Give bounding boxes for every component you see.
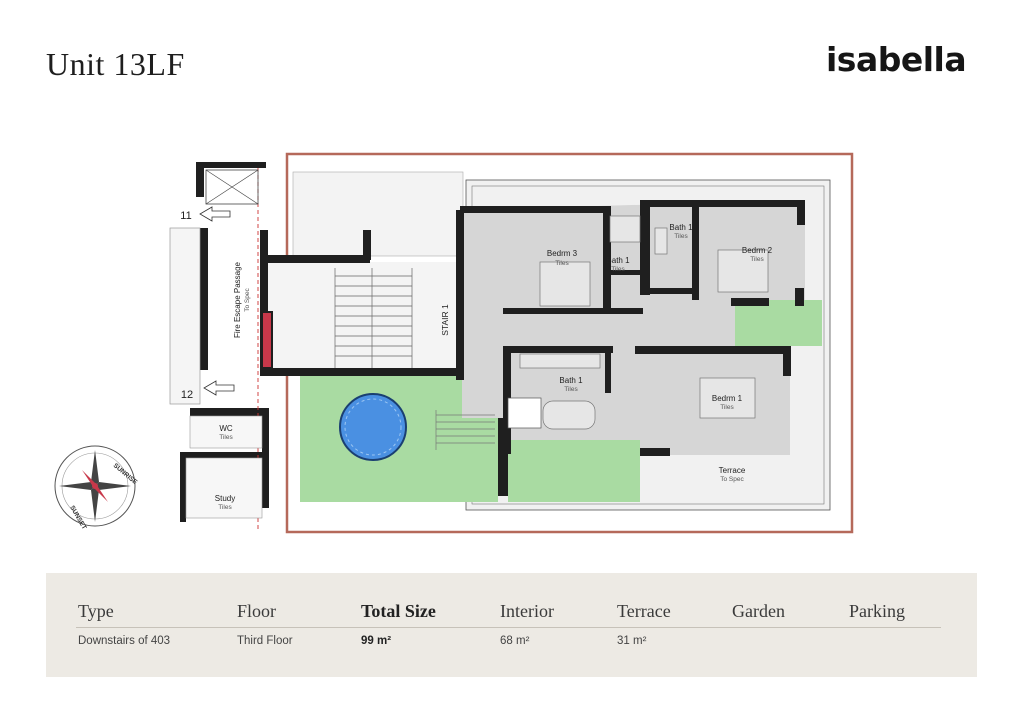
compass-icon: SUNRISE SUNSET: [54, 445, 139, 531]
exit-arrow-icon: [199, 206, 231, 222]
bath-fixtures: [519, 215, 769, 430]
room-finish: Tiles: [750, 256, 764, 263]
unit-title: Unit 13LF: [46, 46, 185, 82]
header-terrace: Terrace: [617, 601, 671, 621]
room-finish: Tiles: [555, 260, 569, 267]
unit-info-panel: Type Floor Total Size Interior Terrace G…: [46, 573, 977, 677]
room-name: Terrace: [719, 466, 746, 475]
header-floor: Floor: [237, 601, 277, 621]
room-finish: Tiles: [564, 386, 578, 393]
unit-number: 12: [181, 389, 193, 401]
header-type: Type: [78, 601, 114, 621]
header-parking: Parking: [849, 601, 905, 621]
header-total-size: Total Size: [361, 601, 436, 621]
exit-arrow-icon-2: [203, 380, 235, 396]
stair-small: [435, 410, 495, 450]
stair-treads: [334, 268, 413, 368]
floor-plan: Bedrm 3 Tiles Bath 1 Tiles Bath 1 Tiles …: [54, 152, 854, 534]
room-name: Bedrm 2: [742, 246, 773, 255]
passage-name: Fire Escape Passage: [233, 261, 242, 338]
header-garden: Garden: [732, 601, 785, 621]
room-name: Bath 1: [606, 256, 630, 265]
passage-finish: To Spec: [244, 288, 251, 312]
garden-area-3: [735, 300, 822, 346]
stair-core: [268, 262, 460, 372]
room-name: Bedrm 1: [712, 394, 743, 403]
room-finish: Tiles: [218, 504, 232, 511]
room-name: Bath 1: [559, 376, 583, 385]
room-finish: Tiles: [219, 434, 233, 441]
value-type: Downstairs of 403: [78, 635, 171, 647]
unit-number: 11: [180, 210, 191, 222]
room-name: Study: [215, 494, 235, 503]
paved-area: [292, 171, 464, 257]
pool: [339, 393, 407, 461]
walls: [180, 162, 805, 522]
room-finish: Tiles: [611, 266, 625, 273]
room-name: Bath 1: [669, 223, 693, 232]
value-total-size: 99 m²: [361, 635, 392, 647]
value-terrace: 31 m²: [617, 635, 647, 647]
fire-escape-corridor: [169, 227, 201, 405]
divider: [76, 627, 941, 628]
value-floor: Third Floor: [237, 635, 293, 647]
header-interior: Interior: [500, 601, 554, 621]
room-finish: Tiles: [720, 404, 734, 411]
stair-label: STAIR 1: [440, 304, 450, 336]
room-finish: To Spec: [720, 476, 744, 483]
room-name: WC: [219, 424, 233, 433]
fire-hose-cabinet: [261, 311, 273, 369]
garden-area-2: [508, 440, 640, 502]
room-labels: Bedrm 3 Tiles Bath 1 Tiles Bath 1 Tiles …: [215, 223, 773, 511]
room-name: Bedrm 3: [547, 249, 578, 258]
room-finish: Tiles: [674, 233, 688, 240]
value-interior: 68 m²: [500, 635, 530, 647]
brand-logo: isabella: [826, 40, 967, 79]
